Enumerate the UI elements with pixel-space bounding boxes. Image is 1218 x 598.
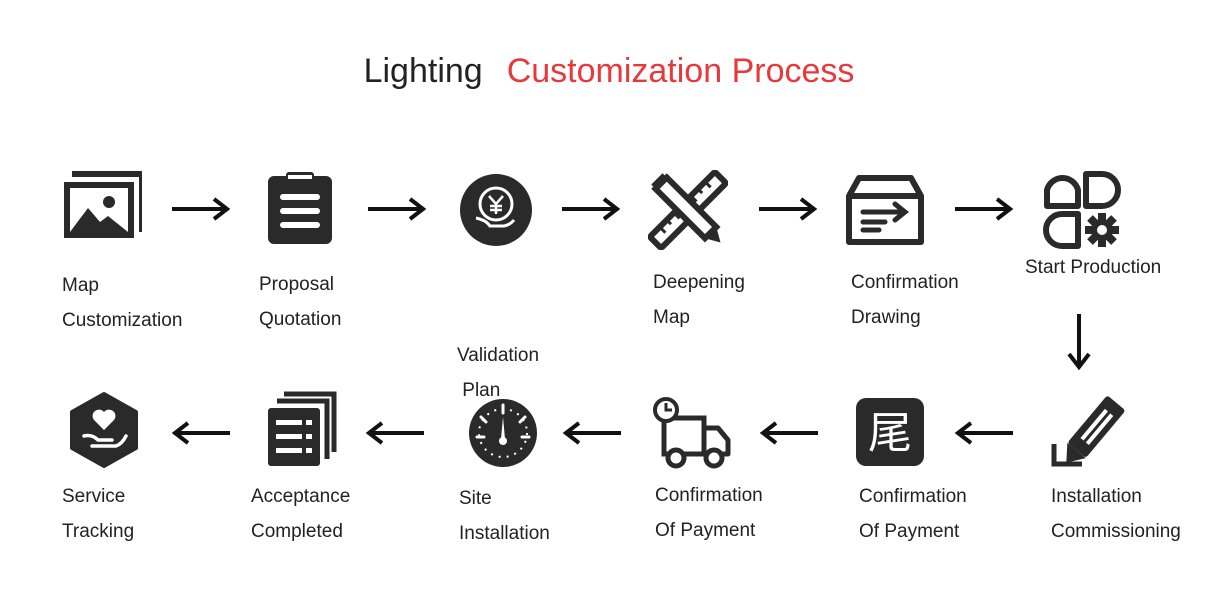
heart-hand-icon <box>64 390 144 470</box>
box-arrow-icon <box>845 170 925 250</box>
page-title: Lighting Customization Process <box>0 52 1218 91</box>
ruler-pencil-icon <box>648 170 728 250</box>
down-arrow-icon <box>1066 312 1092 370</box>
right-arrow-icon <box>953 197 1013 221</box>
yuan-coin-hand-icon <box>456 170 536 250</box>
left-arrow-icon <box>172 421 232 445</box>
clipboard-icon <box>260 170 340 250</box>
left-arrow-icon <box>955 421 1015 445</box>
apps-gear-icon <box>1042 170 1122 250</box>
right-arrow-icon <box>560 197 620 221</box>
delivery-truck-icon <box>652 392 732 472</box>
svg-text:尾: 尾 <box>868 408 912 459</box>
title-part-2: Customization Process <box>506 52 855 90</box>
right-arrow-icon <box>366 197 426 221</box>
left-arrow-icon <box>366 421 426 445</box>
right-arrow-icon <box>170 197 230 221</box>
documents-stack-icon <box>262 390 342 470</box>
left-arrow-icon <box>760 421 820 445</box>
gauge-icon <box>463 393 543 473</box>
step-label: Validation Plan <box>457 345 540 401</box>
character-tile-icon: 尾 <box>852 394 932 474</box>
title-part-1: Lighting <box>363 52 483 90</box>
pen-paper-icon <box>1048 392 1128 472</box>
step-label: Start Production <box>1025 257 1162 278</box>
image-icon <box>62 170 142 250</box>
left-arrow-icon <box>563 421 623 445</box>
right-arrow-icon <box>757 197 817 221</box>
